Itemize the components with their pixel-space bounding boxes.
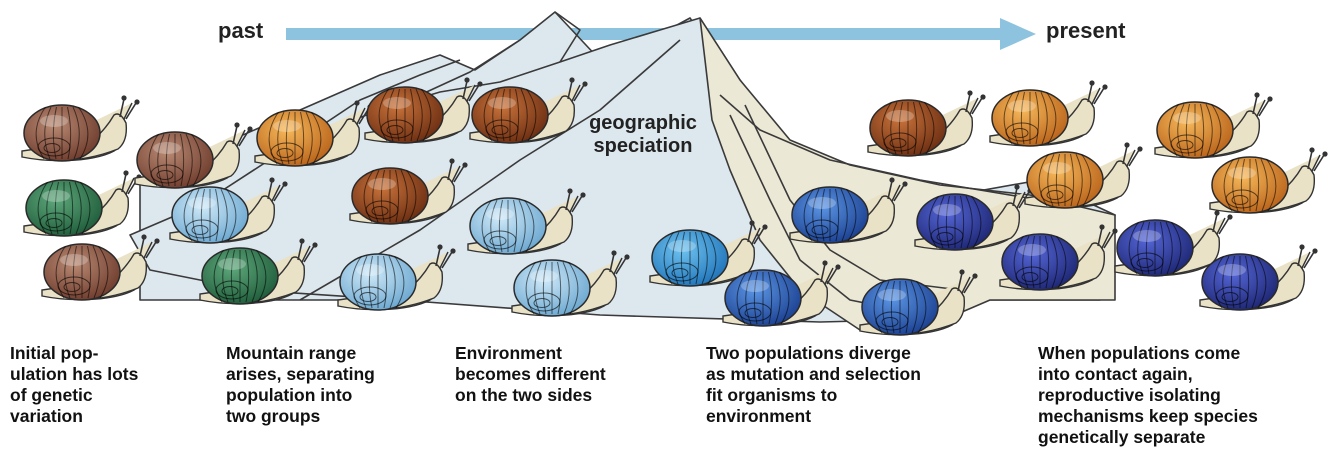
mountain-label: geographic speciation xyxy=(568,112,718,158)
caption-stage-1: Initial pop- ulation has lots of genetic… xyxy=(10,343,138,427)
snail-stage5-orange-3 xyxy=(1155,92,1273,158)
snail-stage5-orange-1 xyxy=(990,80,1108,146)
caption-stage-4: Two populations diverge as mutation and … xyxy=(706,343,921,427)
caption-stage-3: Environment becomes different on the two… xyxy=(455,343,606,406)
caption-stage-2: Mountain range arises, separating popula… xyxy=(226,343,375,427)
snail-stage4-rust xyxy=(868,90,986,156)
caption-stage-5: When populations come into contact again… xyxy=(1038,343,1258,448)
timeline-end-label: present xyxy=(1046,18,1125,44)
snail-stage1-green xyxy=(24,170,142,236)
snail-stage5-orange-2 xyxy=(1025,142,1143,208)
snail-stage5-orange-4 xyxy=(1210,147,1328,213)
timeline-start-label: past xyxy=(218,18,263,44)
snail-stage1-brown-top xyxy=(22,95,140,161)
